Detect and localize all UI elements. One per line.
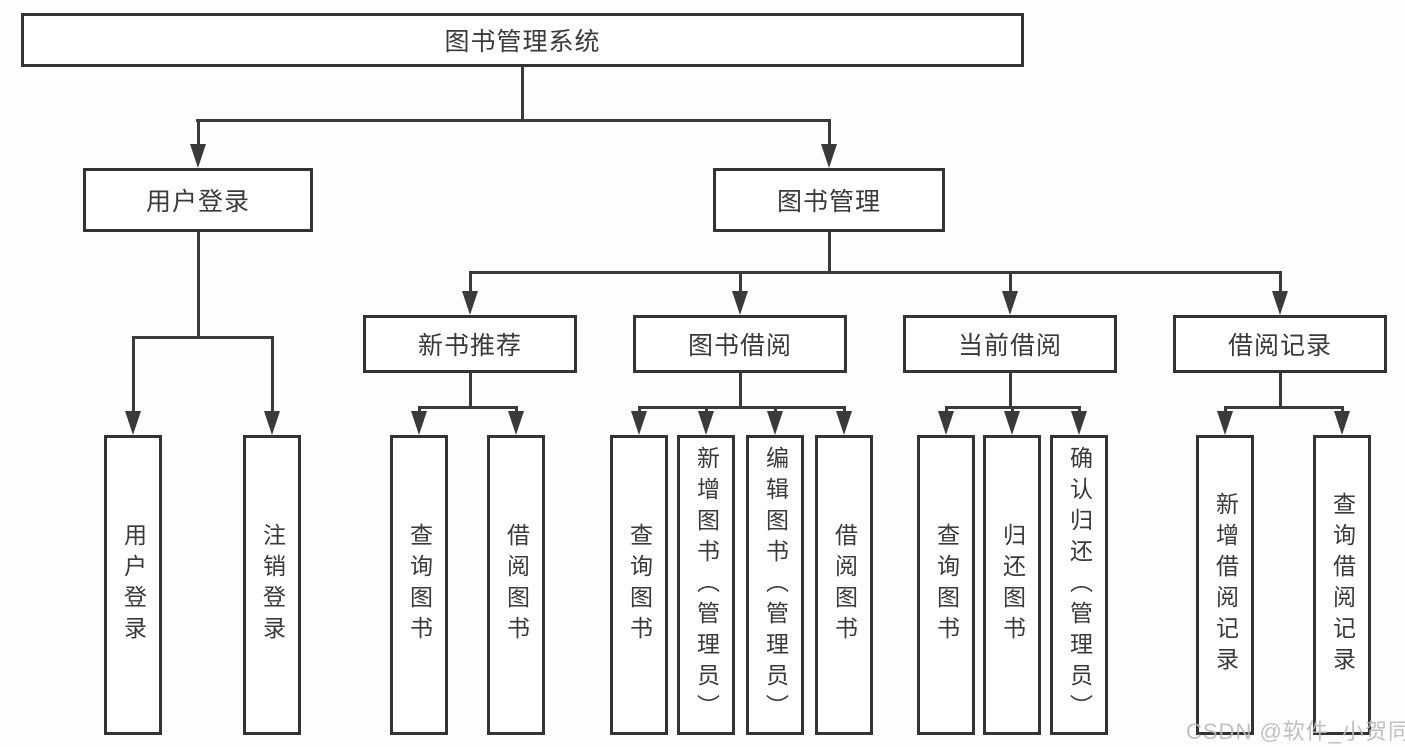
connector-line xyxy=(1009,373,1012,408)
connector-line xyxy=(469,271,472,293)
arrowhead-down-icon xyxy=(462,291,478,315)
node-borrow-record: 借阅记录 xyxy=(1173,315,1387,373)
node-new-book-rec: 新书推荐 xyxy=(363,315,577,373)
connector-line xyxy=(197,119,200,146)
leaf-br-query-record: 查询借阅记录 xyxy=(1313,435,1371,735)
connector-line xyxy=(1279,271,1282,293)
node-book-borrow: 图书借阅 xyxy=(633,315,847,373)
arrowhead-down-icon xyxy=(1002,291,1018,315)
connector-line xyxy=(705,406,708,414)
connector-line xyxy=(739,271,742,293)
leaf-user-login: 用户登录 xyxy=(104,435,162,735)
leaf-rec-query-books: 查询图书 xyxy=(390,435,448,735)
connector-line xyxy=(197,232,200,338)
node-book-borrow-label: 图书借阅 xyxy=(687,332,792,360)
leaf-bb-edit-books-label: 编辑图书（管理员） xyxy=(762,445,789,725)
arrowhead-down-icon xyxy=(1217,411,1233,435)
node-book-mgmt: 图书管理 xyxy=(713,168,945,232)
connector-line xyxy=(469,271,1282,274)
node-current-borrow-label: 当前借阅 xyxy=(957,332,1062,360)
connector-line xyxy=(271,336,274,413)
connector-line xyxy=(521,67,524,119)
arrowhead-down-icon xyxy=(190,144,206,168)
arrowhead-down-icon xyxy=(125,411,141,435)
leaf-rec-query-books-label: 查询图书 xyxy=(406,523,433,647)
leaf-cb-return-books-label: 归还图书 xyxy=(999,523,1026,647)
connector-line xyxy=(774,406,777,414)
leaf-cb-confirm-return: 确认归还（管理员） xyxy=(1050,435,1108,735)
leaf-user-login-label: 用户登录 xyxy=(120,523,147,647)
leaf-cb-return-books: 归还图书 xyxy=(983,435,1041,735)
leaf-br-add-record: 新增借阅记录 xyxy=(1196,435,1254,735)
connector-line xyxy=(1224,406,1344,409)
node-book-mgmt-label: 图书管理 xyxy=(776,188,881,216)
connector-line xyxy=(843,406,846,414)
arrowhead-down-icon xyxy=(1004,411,1020,435)
leaf-cb-confirm-return-label: 确认归还（管理员） xyxy=(1066,445,1093,725)
arrowhead-down-icon xyxy=(938,411,954,435)
connector-line xyxy=(418,406,421,414)
connector-line xyxy=(1078,406,1081,414)
node-root: 图书管理系统 xyxy=(21,13,1024,67)
arrowhead-down-icon xyxy=(1272,291,1288,315)
leaf-bb-borrow-books-label: 借阅图书 xyxy=(831,523,858,647)
connector-line xyxy=(132,336,274,339)
leaf-cb-query-books-label: 查询图书 xyxy=(933,523,960,647)
leaf-bb-edit-books: 编辑图书（管理员） xyxy=(746,435,804,735)
node-user-login: 用户登录 xyxy=(83,168,313,232)
connector-line xyxy=(132,336,135,413)
connector-line xyxy=(196,119,831,122)
leaf-bb-borrow-books: 借阅图书 xyxy=(815,435,873,735)
arrowhead-down-icon xyxy=(508,411,524,435)
arrowhead-down-icon xyxy=(821,144,837,168)
leaf-cb-query-books: 查询图书 xyxy=(917,435,975,735)
leaf-rec-borrow-books-label: 借阅图书 xyxy=(503,523,530,647)
connector-line xyxy=(638,406,846,409)
leaf-logout: 注销登录 xyxy=(243,435,301,735)
connector-line xyxy=(1224,406,1227,414)
arrowhead-down-icon xyxy=(631,411,647,435)
connector-line xyxy=(945,406,948,414)
connector-line xyxy=(418,406,518,409)
arrowhead-down-icon xyxy=(836,411,852,435)
connector-line xyxy=(739,373,742,408)
connector-line xyxy=(1341,406,1344,414)
connector-line xyxy=(638,406,641,414)
arrowhead-down-icon xyxy=(1071,411,1087,435)
node-current-borrow: 当前借阅 xyxy=(903,315,1117,373)
node-root-label: 图书管理系统 xyxy=(444,28,601,56)
leaf-logout-label: 注销登录 xyxy=(259,523,286,647)
leaf-bb-add-books: 新增图书（管理员） xyxy=(677,435,735,735)
arrowhead-down-icon xyxy=(264,411,280,435)
leaf-br-add-record-label: 新增借阅记录 xyxy=(1212,492,1239,678)
connector-line xyxy=(1009,271,1012,293)
connector-line xyxy=(515,406,518,414)
arrowhead-down-icon xyxy=(732,291,748,315)
arrowhead-down-icon xyxy=(767,411,783,435)
leaf-br-query-record-label: 查询借阅记录 xyxy=(1329,492,1356,678)
watermark: CSDN @软件_小贺同学 xyxy=(1186,719,1405,744)
leaf-bb-add-books-label: 新增图书（管理员） xyxy=(693,445,720,725)
arrowhead-down-icon xyxy=(698,411,714,435)
node-user-login-label: 用户登录 xyxy=(145,188,250,216)
arrowhead-down-icon xyxy=(411,411,427,435)
arrowhead-down-icon xyxy=(1334,411,1350,435)
connector-line xyxy=(828,119,831,146)
node-new-book-rec-label: 新书推荐 xyxy=(417,332,522,360)
connector-line xyxy=(828,232,831,273)
connector-line xyxy=(1279,373,1282,408)
connector-line xyxy=(1011,406,1014,414)
leaf-bb-query-books: 查询图书 xyxy=(610,435,668,735)
leaf-bb-query-books-label: 查询图书 xyxy=(626,523,653,647)
leaf-rec-borrow-books: 借阅图书 xyxy=(487,435,545,735)
connector-line xyxy=(469,373,472,408)
node-borrow-record-label: 借阅记录 xyxy=(1227,332,1332,360)
